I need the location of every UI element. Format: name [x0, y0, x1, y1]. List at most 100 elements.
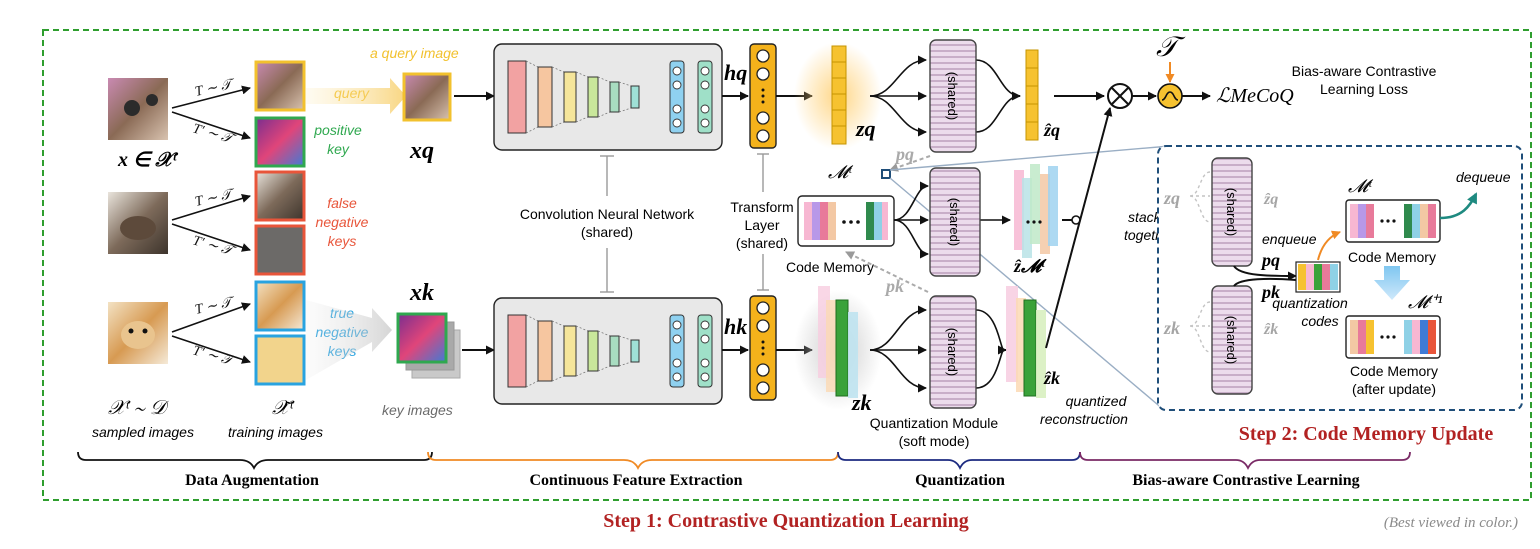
- step2-ghost-inputs: zq zk ẑq ẑk: [1163, 171, 1278, 353]
- z-k-label: zk: [851, 390, 872, 415]
- step2-zhat-q-ghost: ẑq: [1263, 191, 1278, 208]
- false-neg-label-1: false: [327, 195, 357, 211]
- step2-p-k-label: pk: [1260, 282, 1280, 302]
- cnn-query: [493, 43, 723, 151]
- source-images: [108, 78, 168, 364]
- quant-block-bot: (shared): [929, 295, 977, 409]
- section-feature-extraction: Continuous Feature Extraction: [529, 472, 742, 489]
- code-memory-before: [1345, 199, 1441, 243]
- quant-module-label-1: Quantization Module: [870, 415, 999, 431]
- aug-positive-image: [254, 116, 306, 168]
- reconstruction-label: reconstruction: [1040, 411, 1128, 427]
- h-k-label: hk: [724, 314, 747, 339]
- false-neg-label-2: negative: [316, 214, 369, 230]
- cnn-query-conv-layer-1: [507, 60, 527, 134]
- step2-z-k-ghost: zk: [1163, 318, 1180, 338]
- code-memory-middle: [797, 195, 895, 247]
- augmented-images: [254, 60, 306, 386]
- h-q-vector: [749, 43, 777, 149]
- quant-block-mid: (shared): [929, 167, 981, 277]
- M-t-label: 𝓜ᵗ: [828, 162, 854, 182]
- query-image: [402, 72, 452, 122]
- section-quantization: Quantization: [915, 472, 1005, 489]
- cnn-shared-label: (shared): [581, 224, 633, 240]
- quant-shared-bot: (shared): [945, 328, 960, 376]
- dequeue-label: dequeue: [1456, 169, 1511, 185]
- x-in-X-label: x ∈ 𝒳ᵗ: [117, 149, 178, 171]
- quant-shared-mid: (shared): [947, 198, 962, 246]
- aug-false-neg-image-1: [254, 170, 306, 222]
- quant-block-top: (shared): [929, 39, 977, 153]
- cnn-query-conv-layer-3: [563, 71, 577, 123]
- key-images-stack: [396, 312, 461, 379]
- aug-true-neg-image-2: [254, 334, 306, 386]
- best-viewed-note: (Best viewed in color.): [1384, 515, 1518, 531]
- enqueue-arrow: [1317, 230, 1341, 261]
- cnn-query-conv-layer-2: [537, 66, 553, 128]
- query-flow-arrow: [306, 78, 406, 114]
- step1-title: Step 1: Contrastive Quantization Learnin…: [603, 510, 969, 532]
- z-hat-k-vector: [1006, 286, 1046, 398]
- code-memory-label: Code Memory: [786, 259, 874, 275]
- z-q-vector: [831, 45, 847, 145]
- cnn-label: Convolution Neural Network: [520, 206, 695, 222]
- step2-p-q-label: pq: [1260, 250, 1280, 270]
- augment-branches: [171, 85, 251, 364]
- x-q-label: xq: [409, 138, 434, 164]
- aug-T-3: T ∼ 𝒯: [194, 295, 237, 318]
- step2-quant-block-bot: (shared): [1211, 285, 1253, 395]
- z-k-vector: [818, 286, 858, 398]
- step2-z-q-ghost: zq: [1163, 188, 1180, 208]
- quant-fan-top: [869, 55, 1021, 137]
- enqueue-label: enqueue: [1262, 231, 1317, 247]
- quantized-label: quantized: [1066, 393, 1128, 409]
- z-hat-q-vector: [1025, 49, 1039, 141]
- after-update-label-2: (after update): [1352, 381, 1436, 397]
- cnn-key-conv-layer-6: [630, 339, 640, 363]
- cnn-key-conv-layer-1: [507, 314, 527, 388]
- zoom-line-top: [889, 145, 1171, 171]
- p-q-arrow: [889, 155, 931, 172]
- cnn-query-fc-layer-1: [669, 60, 685, 134]
- loss-title-1: Bias-aware Contrastive: [1292, 63, 1437, 79]
- sampled-images-label: sampled images: [92, 424, 194, 440]
- z-hat-M-stack: [1014, 164, 1058, 258]
- arrow-stack-mult: [1045, 107, 1113, 349]
- multiply-node: [1107, 83, 1133, 109]
- cnn-query-conv-layer-6: [630, 85, 640, 109]
- step2-shared-bot: (shared): [1224, 316, 1239, 364]
- zoom-anchor: [881, 169, 891, 179]
- step2-title: Step 2: Code Memory Update: [1239, 423, 1494, 445]
- step2-quant-block-top: (shared): [1211, 157, 1253, 267]
- z-hat-k-label: ẑk: [1043, 368, 1060, 388]
- cnn-key-conv-layer-4: [587, 330, 599, 372]
- quant-codes-label-1: quantization: [1272, 295, 1348, 311]
- z-hat-q-label: ẑq: [1043, 120, 1060, 140]
- quant-codes-label-2: codes: [1301, 313, 1338, 329]
- key-flow-arrow: [306, 300, 392, 380]
- p-q-gray-label: pq: [894, 144, 914, 164]
- X-tilde-label: 𝒳̃ᵗ: [272, 397, 295, 419]
- cnn-query-conv-layer-5: [609, 81, 620, 113]
- z-hat-M-label: ẑ𝓜ᵗ: [1013, 256, 1047, 276]
- positive-label-1: positive: [313, 122, 362, 138]
- cnn-key-conv-layer-2: [537, 320, 553, 382]
- z-q-label: zq: [855, 116, 876, 141]
- aug-Tp-3: T′ ∼ 𝒯: [191, 343, 238, 370]
- cnn-key-conv-layer-3: [563, 325, 577, 377]
- false-neg-label-3: keys: [328, 233, 357, 249]
- after-update-label-1: Code Memory: [1350, 363, 1438, 379]
- quantization-codes-block: [1295, 261, 1341, 293]
- loss-label: ℒMeCoQ: [1216, 85, 1294, 107]
- training-images-label: training images: [228, 424, 323, 440]
- update-arrow: [1374, 266, 1410, 300]
- p-k-arrow: [845, 251, 929, 293]
- p-k-gray-label: pk: [884, 276, 904, 296]
- key-images-label: key images: [382, 402, 453, 418]
- h-q-label: hq: [724, 60, 747, 85]
- cnn-key-conv-layer-5: [609, 335, 620, 367]
- cnn-key-fc-layer-2: [697, 314, 713, 388]
- stack-label-1: stack: [1128, 209, 1162, 225]
- section-data-augmentation: Data Augmentation: [185, 472, 319, 489]
